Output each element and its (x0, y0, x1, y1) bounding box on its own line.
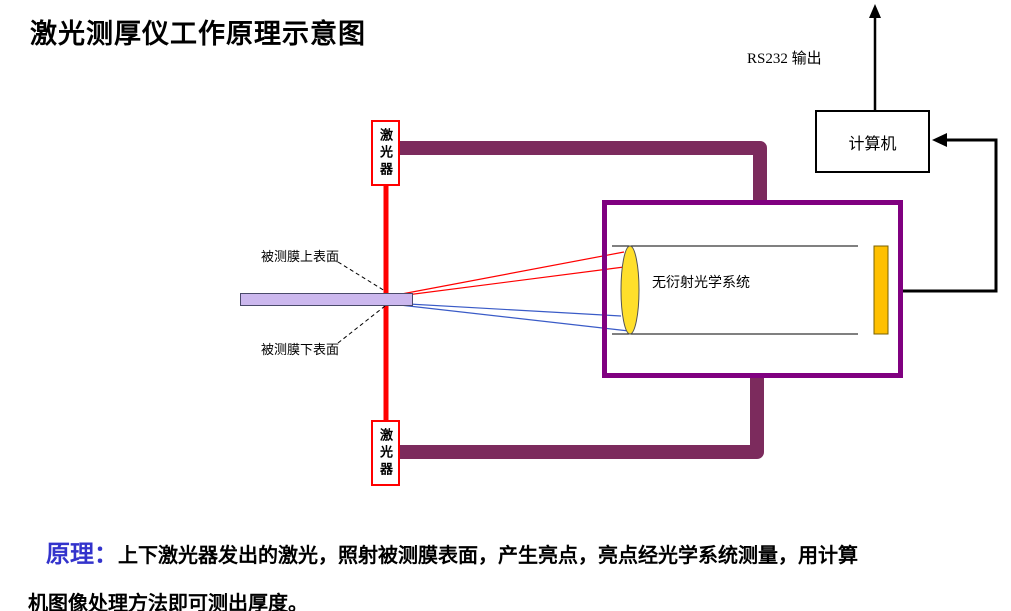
rs232-arrowhead-icon (869, 4, 881, 18)
red-ray-upper (390, 251, 625, 297)
principle-lead: 原理： (46, 542, 118, 568)
principle-paragraph: 原理：上下激光器发出的激光，照射被测膜表面，产生亮点，亮点经光学系统测量，用计算… (28, 532, 873, 611)
purple-arm-top (398, 141, 767, 204)
laser-bottom-label: 激光器 (378, 427, 393, 479)
red-ray-lower (390, 266, 625, 298)
film-lower-surface-label: 被测膜下表面 (261, 342, 340, 357)
rs232-output-label: RS232 输出 (747, 51, 822, 67)
optical-system-label: 无衍射光学系统 (652, 276, 750, 291)
leader-line-upper (337, 261, 386, 292)
blue-ray-upper (390, 302, 622, 317)
signal-arrowhead-icon (932, 133, 947, 147)
laser-box-top: 激光器 (371, 120, 400, 186)
lens (620, 245, 640, 335)
principle-body: 上下激光器发出的激光，照射被测膜表面，产生亮点，亮点经光学系统测量，用计算机图像… (28, 545, 858, 611)
computer-label: 计算机 (848, 135, 897, 153)
signal-line (903, 138, 998, 293)
blue-ray-lower (390, 303, 630, 332)
laser-top-label: 激光器 (378, 127, 393, 179)
leader-line-lower (337, 305, 386, 344)
purple-arm-bottom (398, 376, 764, 459)
detector-housing-box (602, 200, 903, 378)
film-upper-surface-label: 被测膜上表面 (261, 249, 340, 264)
image-sensor (873, 245, 889, 335)
computer-box: 计算机 (815, 110, 930, 173)
diagram-title: 激光测厚仪工作原理示意图 (30, 19, 366, 49)
laser-box-bottom: 激光器 (371, 420, 400, 486)
measured-film-bar (240, 293, 413, 306)
